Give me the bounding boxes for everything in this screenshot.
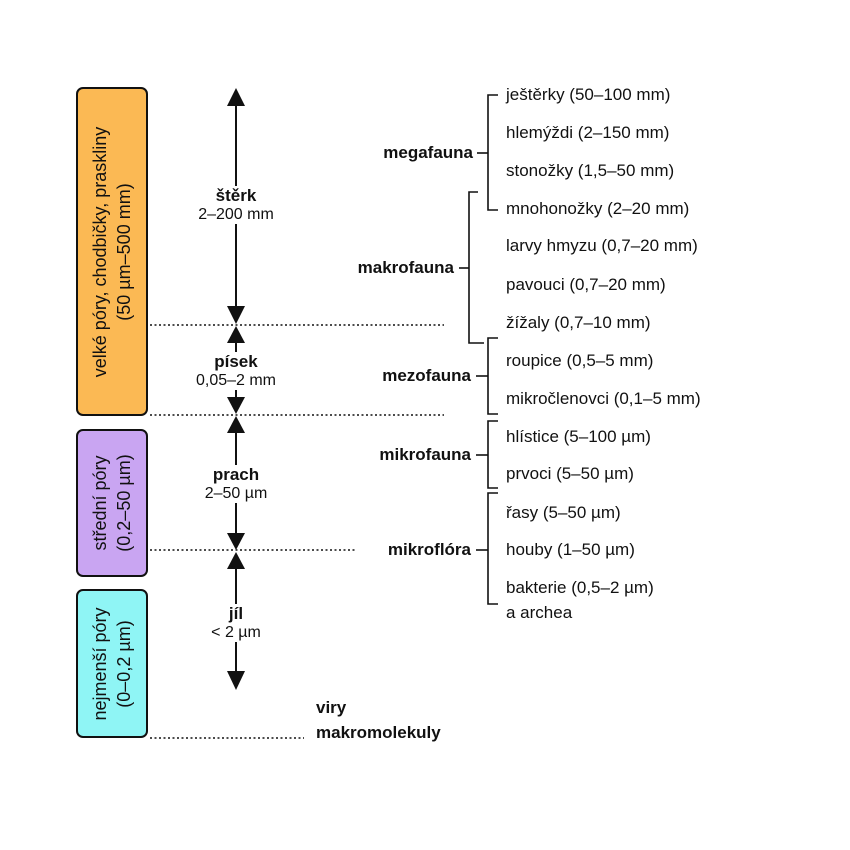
soil-fraction-clay: jíl < 2 µm: [186, 604, 286, 642]
list-item: houby (1–50 µm): [506, 540, 635, 559]
list-item: žížaly (0,7–10 mm): [506, 313, 651, 332]
group-mezofauna: mezofauna: [382, 366, 471, 385]
list-item: hlemýždi (2–150 mm): [506, 123, 670, 142]
pore-box-smallest: nejmenší póry (0–0,2 µm): [76, 589, 148, 738]
list-item: mnohonožky (2–20 mm): [506, 199, 690, 218]
arrow-up-icon: [227, 552, 245, 569]
bracket-mikrofauna: [487, 420, 498, 489]
group-makrofauna: makrofauna: [357, 258, 454, 277]
label-viry: viry: [316, 698, 347, 717]
label-makromolekuly: makromolekuly: [316, 723, 441, 742]
soil-fraction-sand: písek 0,05–2 mm: [186, 352, 286, 390]
list-item: bakterie (0,5–2 µm): [506, 578, 654, 597]
soil-fraction-silt: prach 2–50 µm: [186, 465, 286, 503]
list-item: larvy hmyzu (0,7–20 mm): [506, 236, 698, 255]
pore-box-medium: střední póry (0,2–50 µm): [76, 429, 148, 577]
arrow-down-icon: [227, 306, 245, 324]
bracket-mezofauna: [487, 337, 498, 415]
bracket-megafauna: [487, 94, 498, 211]
group-megafauna: megafauna: [383, 143, 473, 162]
arrow-down-icon: [227, 533, 245, 550]
group-mikrofauna: mikrofauna: [379, 445, 471, 464]
arrow-down-icon: [227, 397, 245, 414]
arrow-up-icon: [227, 326, 245, 343]
list-item: řasy (5–50 µm): [506, 503, 621, 522]
list-item: prvoci (5–50 µm): [506, 464, 634, 483]
arrow-down-icon: [227, 671, 245, 690]
list-item: ještěrky (50–100 mm): [506, 85, 671, 104]
list-item: hlístice (5–100 µm): [506, 427, 651, 446]
pore-label: velké póry, chodbičky, praskliny (50 µm–…: [90, 126, 134, 377]
list-item: mikročlenovci (0,1–5 mm): [506, 389, 701, 408]
list-item: a archea: [506, 603, 573, 622]
arrow-up-icon: [227, 88, 245, 106]
pore-box-large: velké póry, chodbičky, praskliny (50 µm–…: [76, 87, 148, 416]
group-mikroflora: mikroflóra: [387, 540, 471, 559]
bracket-mikroflora: [487, 492, 498, 605]
bracket-makrofauna: [468, 191, 484, 344]
list-item: roupice (0,5–5 mm): [506, 351, 654, 370]
list-item: pavouci (0,7–20 mm): [506, 275, 666, 294]
brackets: [459, 94, 498, 605]
pore-label: střední póry (0,2–50 µm): [90, 454, 134, 552]
list-item: stonožky (1,5–50 mm): [506, 161, 675, 180]
arrow-up-icon: [227, 416, 245, 433]
pore-label: nejmenší póry (0–0,2 µm): [90, 606, 134, 721]
soil-fraction-gravel: štěrk 2–200 mm: [186, 186, 286, 224]
